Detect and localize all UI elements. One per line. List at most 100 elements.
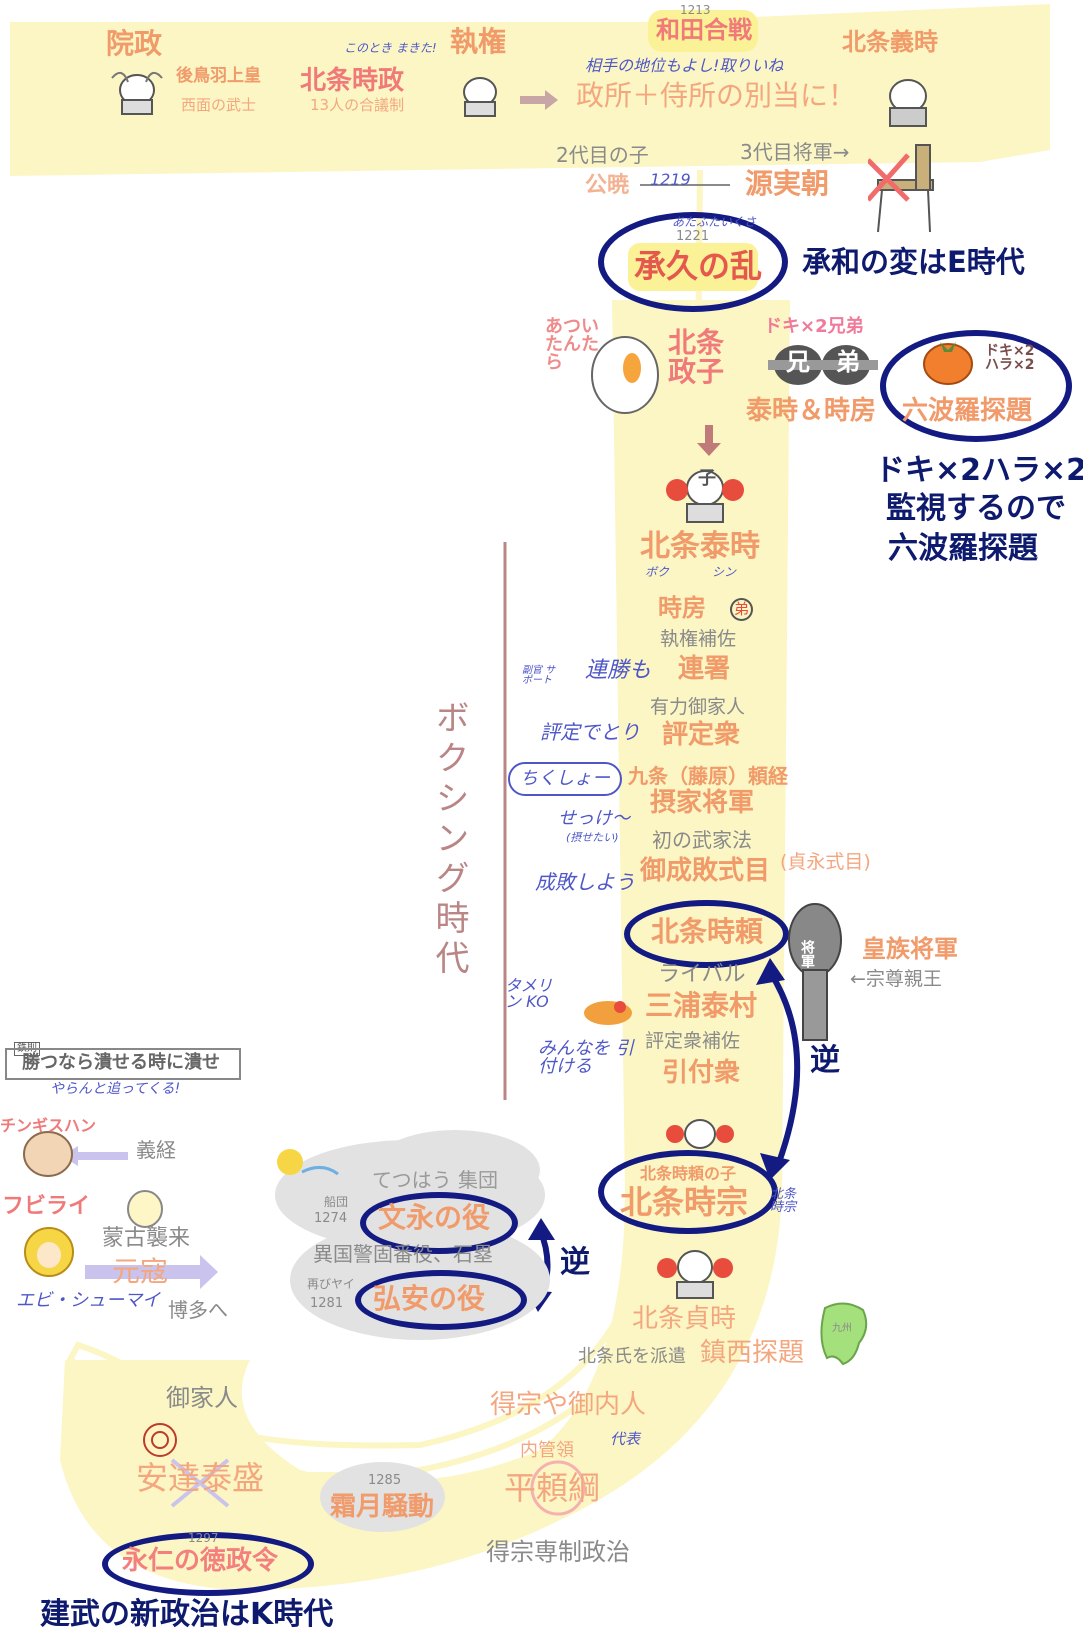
sanetomo-label: 源実朝 [745,167,830,200]
council-label: 13人の合議制 [310,96,405,114]
year-1213: 1213 [680,3,711,17]
mandokoro-label: 政所＋侍所の別当に！ [576,79,857,112]
shikken-label: 執権 [450,25,507,58]
genko-label: 元寇 [112,1255,169,1288]
gyaku-label-2: 逆 [560,1245,590,1280]
tokifusa-mark: 弟 [730,598,754,621]
sadatoki-label: 北条貞時 [632,1304,737,1334]
yoritsuna-circle-icon [530,1460,586,1516]
jokyu-highlight [628,243,758,291]
samurai-icon-gotoba [111,71,163,115]
yoshitsune-label: 義経 [136,1138,176,1162]
shogun-sign: 将軍 [799,940,815,968]
hikitsuke-note: みんなを 引付ける [538,1038,634,1077]
jokyu-hint: 承和の変はE時代 [802,245,1025,279]
miura-turtle-icon [584,1001,632,1025]
saimen-label: 西面の武士 [181,96,257,114]
yoritsuna-label: 平頼綱 [504,1469,601,1507]
yasumori-cross [170,1458,230,1508]
aite-note: 相手の地位もよし!取りいね [585,56,784,75]
double-arrow-tokiyori-tokimune [767,970,801,1167]
brothers-label: 泰時＆時房 [746,396,877,426]
ring-rokuhara [880,330,1072,442]
seibai-note: 成敗しよう [535,870,635,894]
yasumori-icon [143,1423,177,1457]
gotoba-label: 後鳥羽上皇 [176,66,261,86]
jokyu-year: 1221 [676,229,710,244]
arrowhead-up-2 [528,1218,555,1240]
seke-small: (摂せたい) [566,831,619,844]
genko-arrow [85,1255,218,1289]
genghis-label: チンギスハン [0,1116,97,1135]
shin-note: シン [712,565,737,579]
gokenin-label: 御家人 [166,1384,238,1412]
hyojo-note: 評定でとり [540,720,640,744]
kyushu-icon [820,1302,868,1366]
ko-note: タメリン KO [505,976,553,1011]
hojoshu-hosa-label: 評定衆補佐 [645,1030,741,1052]
hosa-label: 執権補佐 [660,628,737,650]
ototo-glyph: 弟 [836,348,860,376]
konotoki-note: このとき まきた! [344,41,437,55]
daihyo-note: 代表 [610,1430,641,1448]
keigo-label: 異国警固番役、石塁 [313,1242,493,1266]
atsui-note: あつい たんたら [545,316,599,373]
bunei-label: 文永の役 [378,1201,491,1234]
yuryoku-label: 有力御家人 [650,696,746,718]
jokyu-note: あたふたいくさ [672,215,757,229]
arrow-down-to-yasutoki [697,425,721,456]
haken-label: 北条氏を派遣 [578,1346,686,1367]
rival-label: ライバル [658,962,746,987]
ring-koan [355,1270,527,1330]
rule-box [5,1048,241,1080]
arrowhead-up [756,958,785,985]
persimmon-icon [923,342,973,385]
yoshitoki-label: 北条義時 [842,28,938,56]
ring-tokusei [102,1532,314,1596]
ko-glyph: 子 [698,468,716,489]
mnemonic-line-2: 監視するので [886,491,1066,526]
nidaime-label: 2代目の子 [556,143,649,167]
tokusei-label: 永仁の徳政令 [122,1546,279,1576]
tetsuhau-label: てつはう 集団 [372,1168,498,1192]
rensho-note: 連勝も [585,658,652,683]
gyaku-label-1: 逆 [810,1043,840,1078]
bell-pepper-icon [127,1190,163,1228]
tokimasa-label: 北条時政 [300,66,405,96]
chick-icon [277,1149,339,1176]
empty-chair-icon [868,144,934,233]
munetaka-label: ←宗尊親王 [850,968,942,990]
ring-jokyu [598,212,788,312]
rokuhara-label: 六波羅探題 [902,396,1033,426]
koan-label: 弘安の役 [373,1282,486,1315]
mnemonic-line-3: 六波羅探題 [888,531,1038,566]
tokuso-sensei-label: 得宗専制政治 [486,1538,630,1566]
brothers-icon [768,345,878,385]
shogun-figure-icon [788,903,842,1041]
insei-label: 院政 [106,27,163,60]
year-1297: 1297 [188,1531,219,1545]
rensho-small: 副官 サポート [522,665,556,686]
miura-label: 三浦泰村 [645,989,758,1022]
chikusho-note: ちくしょー [508,762,622,796]
boxer-icon-sadatoki [657,1250,733,1299]
kubilai-icon [24,1227,74,1277]
tokimune-label: 北条時宗 [620,1183,749,1221]
tokiyori-label: 北条時頼 [651,915,764,948]
shikimoku-label: 御成敗式目 [640,856,771,886]
naikanryo-label: 内管領 [520,1440,574,1461]
kozoku-label: 皇族将軍 [862,935,958,963]
ring-bunei [360,1192,518,1254]
genghis-icon [23,1131,73,1177]
year-1219: 1219 [650,170,691,189]
samurai-icon-tokimasa [463,77,497,117]
yasutoki-label: 北条泰時 [640,529,760,564]
mnemonic-line-1: ドキ×2ハラ×2 [875,453,1083,488]
hikitsuke-label: 引付衆 [662,1058,741,1088]
ani-glyph: 兄 [786,348,810,376]
wada-label: 和田合戦 [656,16,752,44]
shimotsuki-cloud [320,1462,445,1532]
tokuso-miuchi-label: 得宗や御内人 [490,1390,647,1420]
sekke-label: 摂家将軍 [650,788,755,818]
